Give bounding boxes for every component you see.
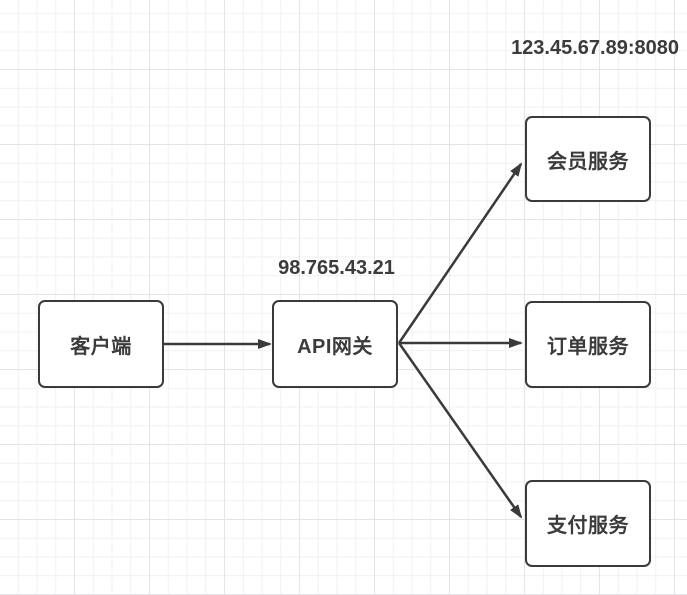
edge-gateway-to-payment-service[interactable] — [397, 342, 523, 519]
node-order-service-label: 订单服务 — [547, 336, 629, 358]
node-member-service[interactable]: 会员服务 — [525, 116, 651, 202]
node-client[interactable]: 客户端 — [38, 300, 164, 388]
node-payment-service[interactable]: 支付服务 — [525, 480, 651, 567]
node-api-gateway-label: API网关 — [297, 335, 373, 358]
edge-gateway-to-member-service[interactable] — [397, 162, 523, 344]
node-order-service[interactable]: 订单服务 — [525, 301, 651, 388]
node-payment-service-label: 支付服务 — [547, 515, 629, 537]
node-member-service-label: 会员服务 — [547, 150, 629, 173]
annotation-gateway-ip[interactable]: 98.765.43.21 — [278, 257, 395, 279]
node-api-gateway[interactable]: API网关 — [272, 300, 398, 388]
annotation-services-ip[interactable]: 123.45.67.89:8080 — [511, 37, 679, 59]
node-client-label: 客户端 — [70, 335, 132, 358]
